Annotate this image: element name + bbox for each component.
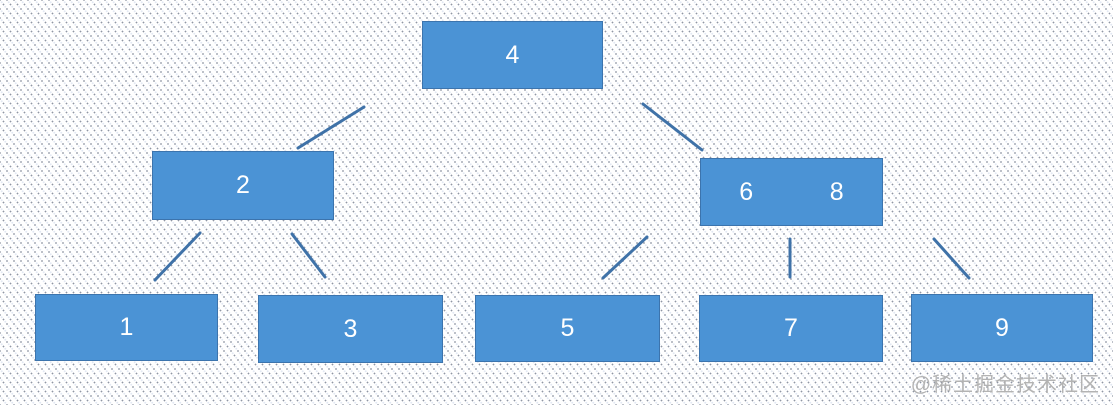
node-label: 4 — [505, 40, 520, 69]
tree-node-3: 3 — [258, 295, 443, 363]
tree-edge-4-to-2 — [296, 105, 366, 150]
tree-edge-6-8-to-5 — [601, 235, 649, 280]
tree-node-1: 1 — [35, 294, 218, 361]
tree-edge-4-to-6-8 — [641, 102, 704, 152]
node-label: 3 — [343, 314, 358, 343]
tree-node-4: 4 — [422, 21, 603, 89]
node-label: 6 — [739, 177, 754, 206]
node-label: 9 — [995, 313, 1009, 342]
tree-edge-2-to-3 — [290, 232, 327, 279]
node-label: 5 — [560, 314, 575, 342]
tree-edge-6-8-to-9 — [932, 237, 971, 280]
tree-node-9: 9 — [911, 294, 1093, 362]
tree-node-7: 7 — [699, 295, 883, 362]
node-label: 8 — [829, 177, 844, 206]
tree-node-2: 2 — [152, 151, 334, 220]
node-label: 7 — [784, 314, 798, 342]
watermark: @稀土掘金技术社区 — [910, 374, 1100, 396]
node-label: 2 — [236, 171, 250, 199]
tree-edge-2-to-1 — [153, 231, 202, 282]
tree-node-5: 5 — [475, 295, 660, 362]
node-label: 1 — [119, 313, 134, 341]
